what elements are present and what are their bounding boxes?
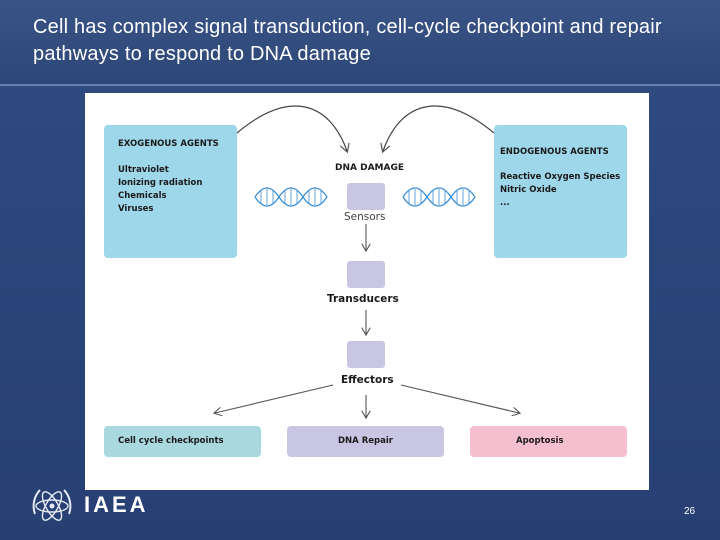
effectors-to-apoptosis-arrow — [400, 384, 519, 413]
dna-repair-label: DNA Repair — [338, 436, 393, 446]
dna-damage-label: DNA DAMAGE — [335, 163, 404, 173]
effectors-label: Effectors — [341, 374, 394, 386]
cell-cycle-checkpoints-box: Cell cycle checkpoints — [104, 426, 261, 457]
effectors-node — [347, 341, 385, 368]
exogenous-item: Chemicals — [118, 191, 167, 201]
dna-repair-box: DNA Repair — [287, 426, 444, 457]
endogenous-agents-heading: ENDOGENOUS AGENTS — [500, 147, 609, 157]
transducers-label: Transducers — [327, 293, 399, 305]
slide-header — [0, 0, 720, 84]
endogenous-agents-list: Reactive Oxygen Species Nitric Oxide ... — [500, 171, 620, 210]
exogenous-agents-heading: EXOGENOUS AGENTS — [118, 139, 219, 149]
exogenous-item: Viruses — [118, 204, 154, 214]
exogenous-to-damage-arrow — [236, 105, 347, 151]
header-divider — [0, 84, 720, 86]
dna-helix-icon-left — [254, 187, 328, 207]
exogenous-item: Ultraviolet — [118, 165, 169, 175]
diagram-connectors — [85, 105, 649, 490]
iaea-logo-text: IAEA — [84, 492, 149, 517]
page-number: 26 — [684, 506, 696, 517]
sensors-label: Sensors — [344, 211, 386, 223]
cell-cycle-checkpoints-label: Cell cycle checkpoints — [118, 436, 224, 446]
iaea-emblem-icon — [32, 489, 72, 521]
endogenous-item: Reactive Oxygen Species — [500, 172, 621, 182]
exogenous-agents-list: Ultraviolet Ionizing radiation Chemicals… — [118, 164, 202, 216]
dna-helix-icon-right — [402, 187, 476, 207]
endogenous-item: ... — [500, 198, 510, 208]
endogenous-item: Nitric Oxide — [500, 185, 557, 195]
exogenous-item: Ionizing radiation — [118, 178, 203, 188]
transducers-node — [347, 261, 385, 288]
apoptosis-box: Apoptosis — [470, 426, 627, 457]
exogenous-agents-box: EXOGENOUS AGENTS Ultraviolet Ionizing ra… — [104, 125, 237, 258]
endogenous-to-damage-arrow — [383, 105, 495, 151]
sensors-node — [347, 183, 385, 210]
slide-title: Cell has complex signal transduction, ce… — [33, 16, 662, 65]
diagram-panel: EXOGENOUS AGENTS Ultraviolet Ionizing ra… — [85, 93, 649, 490]
effectors-to-checkpoint-arrow — [215, 384, 334, 413]
endogenous-agents-box: ENDOGENOUS AGENTS Reactive Oxygen Specie… — [494, 125, 627, 258]
apoptosis-label: Apoptosis — [516, 436, 564, 446]
